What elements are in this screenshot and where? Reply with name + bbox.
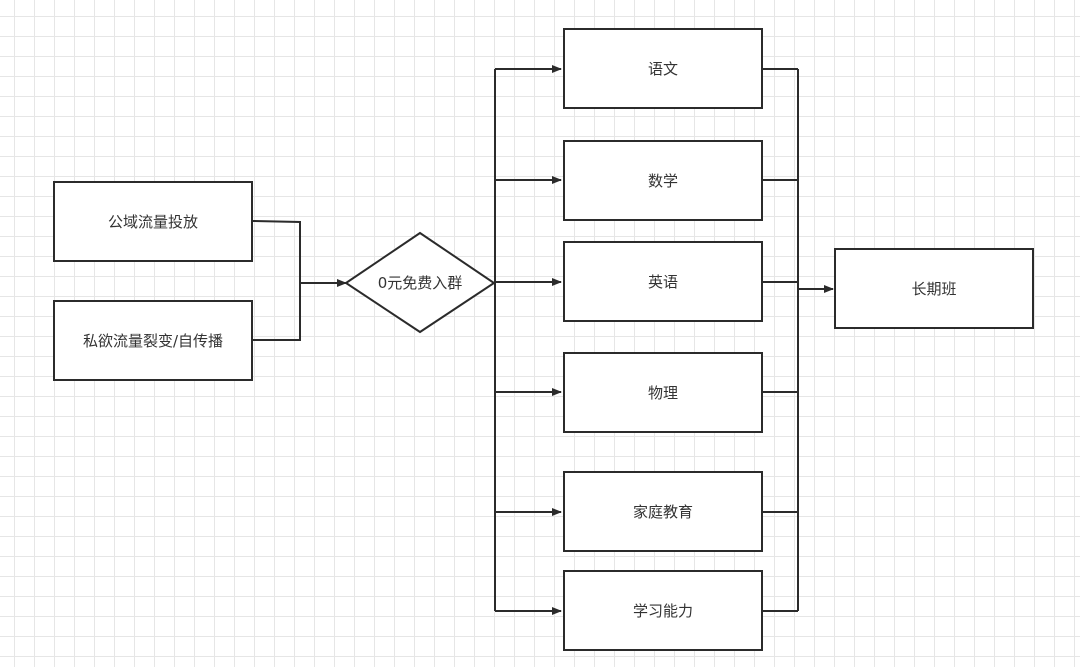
node-chinese[interactable]: 语文 <box>563 28 763 109</box>
node-label: 物理 <box>647 384 678 402</box>
node-private-traffic[interactable]: 私欲流量裂变/自传播 <box>53 300 253 381</box>
node-label: 公域流量投放 <box>107 213 198 231</box>
node-label: 家庭教育 <box>632 503 693 521</box>
node-math[interactable]: 数学 <box>563 140 763 221</box>
node-family-education[interactable]: 家庭教育 <box>563 471 763 552</box>
node-physics[interactable]: 物理 <box>563 352 763 433</box>
node-public-traffic[interactable]: 公域流量投放 <box>53 181 253 262</box>
edge-public-traffic <box>252 220 301 283</box>
node-learning-ability[interactable]: 学习能力 <box>563 570 763 651</box>
node-english[interactable]: 英语 <box>563 241 763 322</box>
node-label: 学习能力 <box>632 602 693 620</box>
node-label: 私欲流量裂变/自传播 <box>82 332 224 350</box>
node-label: 语文 <box>647 60 678 78</box>
node-long-term-class[interactable]: 长期班 <box>834 248 1034 329</box>
node-label: 数学 <box>647 172 678 190</box>
hub-diamond[interactable] <box>344 231 496 334</box>
edge-private-traffic <box>253 283 301 341</box>
node-label: 英语 <box>647 273 678 291</box>
node-label: 长期班 <box>911 280 957 298</box>
